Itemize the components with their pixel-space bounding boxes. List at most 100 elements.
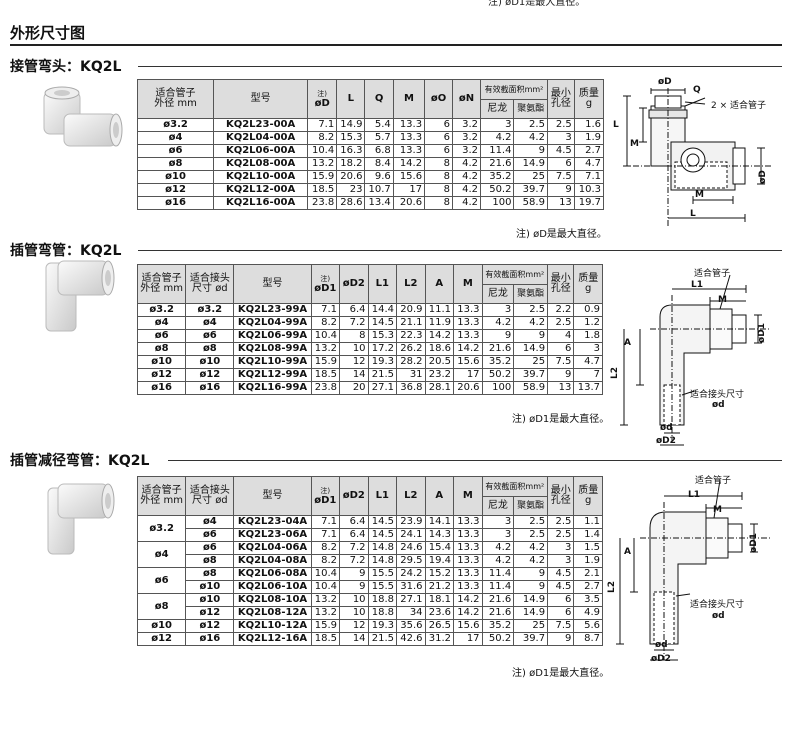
table-cell: 8.2 (310, 554, 341, 568)
table-cell: 35.2 (481, 355, 515, 369)
table-cell: 18.8 (367, 593, 398, 607)
table-cell: 9 (546, 183, 575, 197)
col-header-model: 型号 (213, 79, 309, 119)
table-cell: 12 (339, 355, 369, 369)
table-cell: 1.6 (573, 118, 605, 132)
table-cell: ø12 (136, 183, 215, 197)
table-cell: 9 (513, 580, 549, 594)
table-cell: 20.6 (392, 196, 426, 210)
table-cell: 13.3 (392, 131, 426, 145)
table-cell: 18.1 (424, 593, 455, 607)
table-cell: 24.6 (396, 541, 426, 555)
table-cell: 3 (573, 342, 603, 356)
elbow-union-photo (43, 86, 123, 147)
table-cell: KQ2L06-00A (213, 144, 309, 158)
table-cell: 21.5 (367, 368, 398, 382)
table-cell: ø4 (136, 131, 215, 145)
col-header-on: øN (452, 79, 482, 119)
table-cell: ø4 (185, 316, 235, 330)
table-cell: 4.2 (481, 554, 515, 568)
table-cell: 15.4 (424, 541, 455, 555)
table-cell: 10 (339, 606, 369, 620)
elbow-union-drawing (623, 88, 773, 226)
table-cell: 29.5 (396, 554, 426, 568)
title-rule (10, 44, 782, 46)
table-cell: 1.2 (573, 316, 603, 330)
table-cell: 0.9 (573, 303, 603, 317)
table-cell: 4.2 (513, 541, 549, 555)
table-cell: 14.2 (392, 157, 426, 171)
dim-label-m-bottom: M (695, 190, 704, 200)
table-cell: 13.2 (307, 157, 338, 171)
table-cell: 21.6 (481, 593, 515, 607)
table-cell: 4.5 (547, 567, 575, 581)
section-3-title: 插管减径弯管：KQ2L (10, 453, 150, 469)
table-cell: 3 (546, 131, 575, 145)
table-cell: 15.6 (453, 355, 483, 369)
table-cell: 4.2 (481, 541, 515, 555)
table-cell: 13.3 (453, 316, 483, 330)
table-cell: ø8 (185, 342, 235, 356)
table-cell: ø10 (136, 170, 215, 184)
table-cell: 4.2 (480, 131, 515, 145)
col-header-l: L (336, 79, 366, 119)
table-cell: 14.9 (513, 157, 548, 171)
dim-label-l-bottom: L (690, 209, 696, 219)
table-cell: 50.2 (481, 368, 515, 382)
dim-label-l2: L2 (607, 581, 617, 593)
table-cell: 13.3 (453, 554, 483, 568)
table-cell: 13.4 (364, 196, 394, 210)
table-cell: 6 (546, 157, 575, 171)
table-cell: 4.2 (481, 316, 515, 330)
col-header-nylon: 尼龙 (480, 99, 515, 119)
table-cell: 1.8 (573, 329, 603, 343)
reducer-elbow-photo (47, 483, 115, 555)
dim-label-stem: 适合接头尺寸 (690, 600, 745, 610)
table-cell: ø10 (136, 355, 187, 369)
tube-size-cell: ø8 (136, 593, 187, 620)
table-cell: KQ2L08-12A (233, 606, 312, 620)
table-cell: KQ2L12-16A (233, 632, 312, 646)
table-cell: KQ2L10-12A (233, 619, 312, 633)
table-cell: 13.2 (310, 606, 341, 620)
section-3-note: 注) øD1是最大直径。 (512, 668, 610, 679)
table-cell: 6 (424, 144, 454, 158)
table-cell: 35.6 (396, 619, 426, 633)
table-cell: 21.2 (424, 580, 455, 594)
table-cell: 4.2 (513, 316, 549, 330)
table-cell: 14.3 (424, 528, 455, 542)
col-header-m: M (453, 264, 483, 304)
col-header-l2: L2 (396, 264, 426, 304)
dim-label-q: Q (693, 85, 701, 95)
table-cell: 13.3 (453, 580, 483, 594)
table-cell: 5.7 (364, 131, 394, 145)
dim-label-od-top: øD (658, 77, 672, 87)
table-cell: 10.7 (364, 183, 394, 197)
spec-table-reducer-elbow: 适合管子外径 mm 适合接头尺寸 ød 型号 注)øD1 øD2 L1 L2 A… (136, 476, 603, 646)
table-cell: 14.5 (367, 316, 398, 330)
table-cell: KQ2L23-99A (233, 303, 312, 317)
table-cell: ø12 (185, 619, 235, 633)
table-cell: ø3.2 (136, 303, 187, 317)
dim-label-od1: øD1 (748, 533, 759, 553)
table-cell: 1.5 (573, 541, 603, 555)
dim-label-l1: L1 (688, 490, 700, 500)
table-cell: 9 (339, 567, 369, 581)
page-title: 外形尺寸图 (10, 24, 86, 42)
table-cell: 6.4 (339, 528, 369, 542)
table-cell: 28.2 (396, 355, 426, 369)
table-cell: 15.9 (307, 170, 338, 184)
table-cell: 31.6 (396, 580, 426, 594)
table-cell: 39.7 (513, 632, 549, 646)
table-cell: 2.5 (513, 303, 549, 317)
table-cell: 34 (396, 606, 426, 620)
col-header-q: Q (364, 79, 394, 119)
